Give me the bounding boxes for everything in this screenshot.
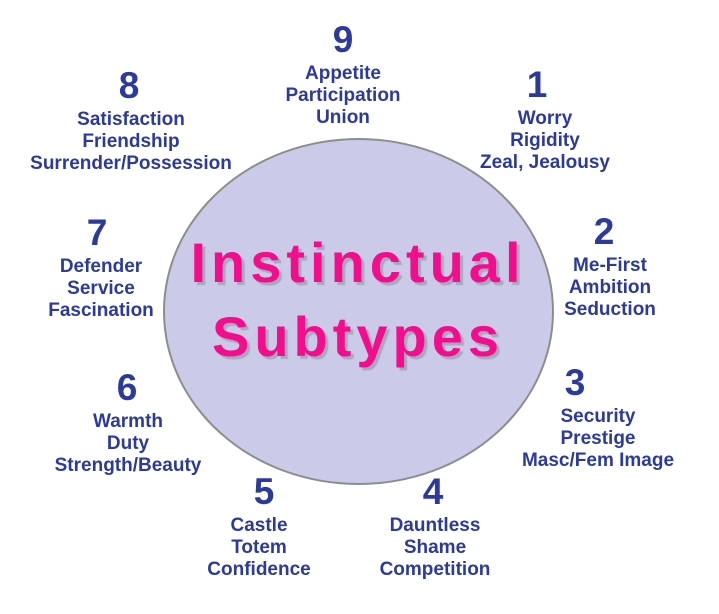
subtype-label: Worry — [517, 108, 573, 129]
subtype-label: Ambition — [568, 277, 652, 298]
subtype-label: Participation — [285, 85, 401, 106]
subtype-label: Masc/Fem Image — [521, 450, 675, 471]
subtype-group-6: 6 Warmth Duty Strength/Beauty — [55, 367, 202, 477]
subtype-label: Rigidity — [510, 130, 580, 151]
subtype-group-3: 3 Security Prestige Masc/Fem Image — [522, 362, 674, 472]
subtype-group-4: 4 Dauntless Shame Competition — [380, 471, 491, 581]
subtype-labels-3: Security Prestige Masc/Fem Image — [522, 406, 674, 472]
subtype-label: Union — [316, 107, 370, 128]
subtype-label: Prestige — [560, 428, 636, 449]
subtype-number-9: 9 — [332, 19, 354, 60]
subtype-label: Totem — [231, 537, 287, 558]
subtype-group-2: 2 Me-First Ambition Seduction — [564, 211, 656, 321]
subtype-number-1: 1 — [526, 64, 548, 105]
subtype-label: Seduction — [564, 299, 656, 320]
subtype-labels-5: Castle Totem Confidence — [207, 515, 310, 581]
center-circle — [163, 138, 554, 485]
subtype-label: Fascination — [48, 300, 154, 321]
subtype-number-6: 6 — [116, 367, 138, 408]
subtype-label: Competition — [379, 559, 491, 580]
subtype-number-8: 8 — [118, 65, 140, 106]
subtype-label: Satisfaction — [77, 109, 185, 130]
subtype-group-9: 9 Appetite Participation Union — [285, 19, 400, 129]
subtype-group-7: 7 Defender Service Fascination — [48, 212, 154, 322]
subtype-label: Warmth — [92, 411, 164, 432]
subtype-group-1: 1 Worry Rigidity Zeal, Jealousy — [480, 64, 610, 174]
subtype-label: Strength/Beauty — [54, 455, 202, 476]
diagram-title: Instinctual Subtypes — [190, 226, 525, 374]
title-line-2: Subtypes — [211, 305, 505, 368]
subtype-number-2: 2 — [593, 211, 615, 252]
subtype-labels-6: Warmth Duty Strength/Beauty — [55, 411, 202, 477]
subtype-labels-2: Me-First Ambition Seduction — [564, 255, 656, 321]
subtype-labels-4: Dauntless Shame Competition — [380, 515, 491, 581]
subtype-group-8: 8 Satisfaction Friendship Surrender/Poss… — [30, 65, 232, 175]
subtype-number-5: 5 — [253, 471, 275, 512]
subtype-label: Dauntless — [389, 515, 481, 536]
subtype-label: Defender — [59, 256, 143, 277]
subtype-label: Zeal, Jealousy — [480, 152, 610, 173]
subtype-label: Shame — [403, 537, 467, 558]
subtype-label: Surrender/Possession — [30, 153, 232, 174]
subtype-number-7: 7 — [86, 212, 108, 253]
subtype-label: Castle — [230, 515, 288, 536]
subtype-label: Me-First — [573, 255, 647, 276]
subtype-label: Security — [560, 406, 636, 427]
subtype-label: Appetite — [304, 63, 381, 84]
subtype-labels-1: Worry Rigidity Zeal, Jealousy — [480, 108, 610, 174]
subtype-label: Friendship — [82, 131, 180, 152]
subtype-labels-7: Defender Service Fascination — [48, 256, 154, 322]
subtype-labels-9: Appetite Participation Union — [285, 63, 400, 129]
subtype-labels-8: Satisfaction Friendship Surrender/Posses… — [30, 109, 232, 175]
subtype-label: Duty — [106, 433, 150, 454]
title-line-1: Instinctual — [190, 231, 526, 294]
subtype-group-5: 5 Castle Totem Confidence — [207, 471, 310, 581]
subtype-label: Service — [67, 278, 135, 299]
subtype-label: Confidence — [207, 559, 311, 580]
subtype-number-4: 4 — [422, 471, 444, 512]
subtype-number-3: 3 — [564, 362, 586, 403]
